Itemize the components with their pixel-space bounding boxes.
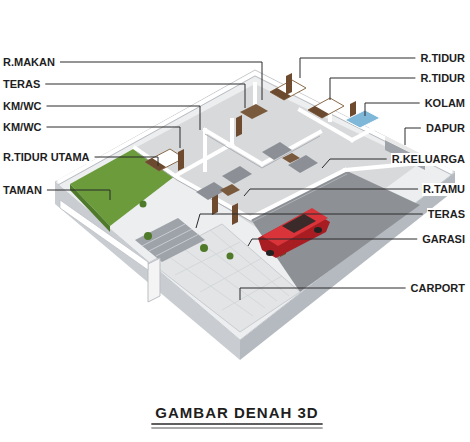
leader-line [45,84,245,108]
plants [140,201,234,260]
room-label: R.KELUARGA [391,153,466,166]
room-label: KM/WC [2,100,43,113]
leader-line [240,288,406,300]
leader-line [322,159,387,168]
wall-shadows [137,134,347,222]
room-label: KOLAM [424,97,466,110]
room-label: TERAS [2,78,41,91]
room-label: R.TIDUR [419,72,466,85]
leader-line [405,128,421,145]
leader-line [248,239,417,246]
pool [345,110,380,128]
leader-line [60,62,262,100]
leader-line [196,214,423,228]
title-underline [151,428,322,429]
room-label: R.TIDUR UTAMA [2,151,91,164]
room-label: R.TAMU [422,183,466,196]
room-label: CARPORT [410,282,466,295]
sofas [196,142,318,200]
drawing-title: GAMBAR DENAH 3D [155,404,318,422]
leader-line [95,157,158,166]
doors [178,73,356,257]
leader-line [330,78,415,100]
slab-top [55,70,455,340]
room-label: DAPUR [425,122,466,135]
car [258,208,330,258]
room-label: TERAS [427,208,466,221]
front-fence [60,200,148,270]
leader-line [244,189,418,196]
leader-line [47,106,201,130]
entrance-steps [135,218,205,262]
room-label: R.TIDUR [419,52,466,65]
leader-line [47,190,110,200]
room-label: TAMAN [2,184,43,197]
front-pillar [148,258,160,302]
title-underline [151,423,322,425]
room-label: GARASI [421,233,466,246]
leader-line [365,103,420,116]
step-lines [142,224,199,256]
leader-line [300,58,415,78]
dining-table [240,104,268,119]
room-label: R.MAKAN [2,56,56,69]
interior-walls [135,84,420,218]
leader-line [47,127,181,148]
room-label: KM/WC [2,121,43,134]
